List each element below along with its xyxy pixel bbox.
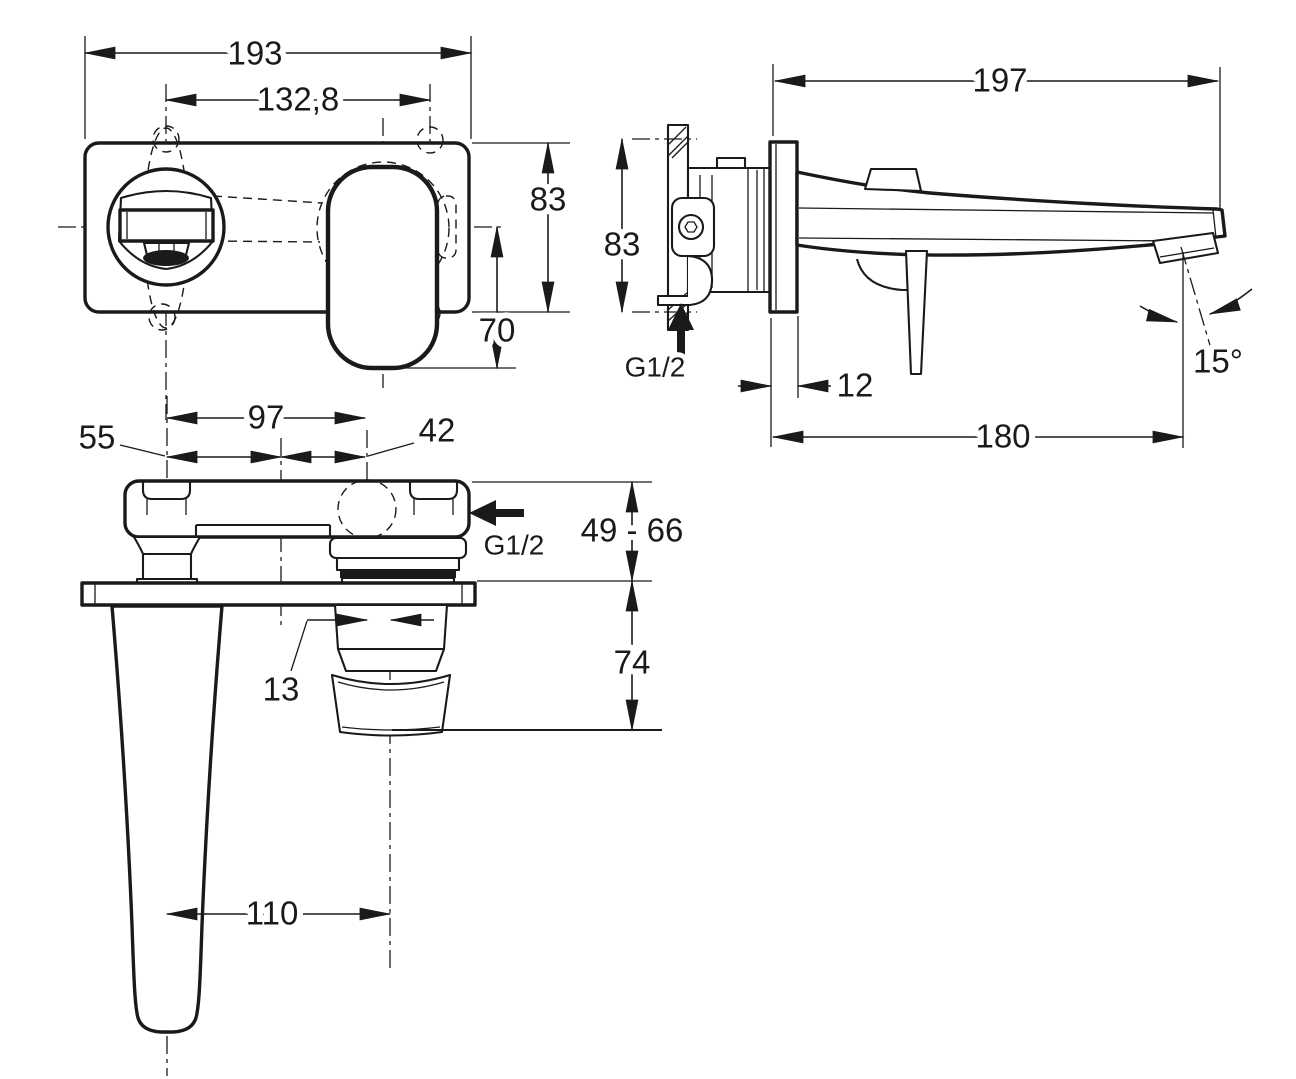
dim-label-hole-spacing: 132,8	[257, 81, 340, 118]
spout-plan	[110, 604, 224, 1034]
handle-knob-bottom-line	[341, 726, 441, 731]
mounting-hole-top-left	[152, 125, 180, 153]
dim-label-handle-projection: 74	[614, 644, 651, 681]
mounting-hole-bottom-left	[148, 303, 176, 331]
angle-arc-left	[1139, 305, 1179, 323]
inlet-arrow-shaft	[677, 330, 685, 356]
spout-highlight-line	[798, 207, 1214, 214]
dim-label-total-width: 193	[227, 35, 282, 72]
plan-view: 97 55 42 G1/2	[73, 393, 689, 1076]
handle-knob-plan	[330, 673, 452, 737]
body-top-tab	[715, 156, 747, 168]
cartridge-seal-band	[340, 570, 456, 578]
fixing-slot-right	[408, 481, 459, 501]
dim-label-plate-height: 83	[530, 181, 567, 218]
wall-plate-side	[768, 140, 799, 314]
inlet-arrow-icon	[668, 303, 694, 330]
dim-label-97: 97	[248, 399, 285, 436]
inlet-elbow	[656, 254, 714, 307]
dim-label-plate-thickness: 12	[837, 367, 874, 404]
cartridge-ring	[335, 556, 461, 572]
handle-pivot-side	[863, 167, 923, 193]
inlet-arrow-shaft-plan	[496, 509, 524, 517]
thread-label-plan: G1/2	[484, 530, 545, 561]
inlet-arrow-icon-plan	[469, 500, 496, 526]
spout-highlight-line	[798, 237, 1181, 242]
angle-arc-right	[1208, 288, 1253, 315]
hidden-body-line-top	[212, 195, 323, 204]
dim-label-handle-drop: 70	[479, 312, 516, 349]
wall-plate-plan	[80, 581, 477, 607]
side-view: 197 G1/2	[598, 56, 1253, 461]
spout-neck-shoulder	[132, 535, 202, 556]
jet-axis-line	[1180, 246, 1213, 353]
dim-label-height: 83	[604, 226, 641, 263]
spout-end-inner-edge	[1212, 209, 1217, 239]
aerator-opening	[143, 250, 189, 266]
lever-join	[855, 258, 908, 292]
dim-label-depth-range: 49 - 66	[581, 512, 684, 549]
cartridge-flange	[328, 536, 468, 560]
dim-label-projection: 197	[972, 62, 1027, 99]
dim-label-spout-handle-spacing: 110	[246, 895, 299, 932]
lever-handle-front	[325, 164, 440, 371]
leader-55	[119, 444, 166, 457]
leader-42	[367, 442, 415, 457]
dim-label-offset: 13	[263, 671, 300, 708]
handle-base-plan	[333, 603, 449, 651]
handle-waist-plan	[336, 647, 446, 673]
front-view: 193 132,8 83 70	[58, 29, 572, 420]
aerator-side-line	[1159, 247, 1215, 258]
dim-label-55: 55	[79, 419, 116, 456]
dim-label-reach: 180	[975, 418, 1030, 455]
thread-label-side: G1/2	[625, 352, 686, 383]
mounting-hole-top-right	[416, 126, 444, 154]
lever-blade-side	[904, 249, 929, 376]
hidden-escutcheon-circle	[316, 161, 450, 295]
screw-head	[677, 213, 705, 241]
screw-hex-socket	[684, 221, 698, 233]
spout-outlet-front	[118, 208, 215, 243]
handle-knob-arc	[337, 681, 445, 691]
dim-label-angle: 15°	[1193, 343, 1243, 380]
hidden-body-line-bottom	[212, 240, 321, 243]
dim-label-42: 42	[419, 412, 456, 449]
fixing-slot-left	[141, 481, 192, 501]
concealed-body-plan	[123, 479, 471, 539]
leader-13	[290, 620, 308, 672]
spout-neck	[141, 552, 193, 581]
hatch-top	[667, 126, 689, 159]
